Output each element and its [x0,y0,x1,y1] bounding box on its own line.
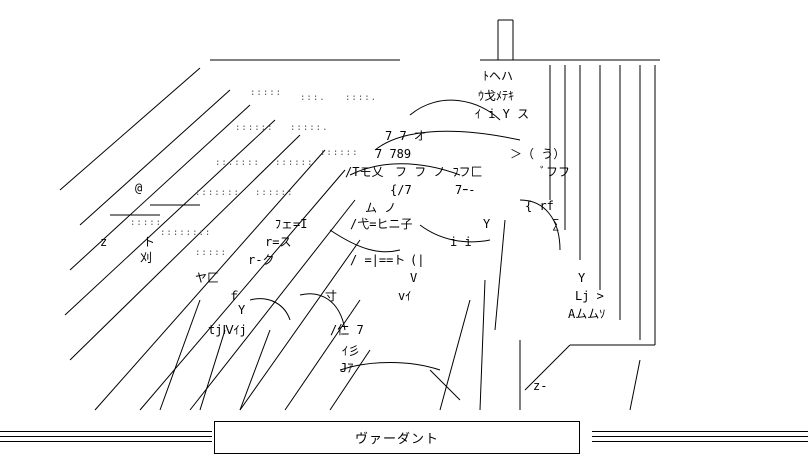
art-glyph: 7 7 オ [385,129,426,143]
svg-text::::::: ::::: [130,218,162,228]
svg-text:::::::: :::::: [275,158,314,168]
caption-text: ヴァーダント [354,432,439,447]
floor-perspective-lines [59,59,400,411]
figure-lines [159,99,561,411]
art-glyph: 7 789 [375,147,411,161]
art-glyph: r=ス [265,235,291,249]
art-glyph: / =|==ト [350,253,405,267]
svg-text:::::::::: :::::::: [160,228,211,238]
art-glyph: 刈 [140,251,152,265]
art-glyph: ト [143,235,155,249]
art-glyph: ﾄヘハ [483,69,513,83]
right-wall-lines [480,19,660,411]
art-characters: ﾄヘハ ｳ戈ﾒﾃｷ ｲ i Y ス 7 7 オ 7 789 ＞（ う） /Tモ乂… [100,69,605,393]
svg-text::::::::: ::::::: [215,158,260,168]
art-glyph: V [410,271,417,285]
art-glyph: z [100,235,107,249]
art-glyph: ＞（ う） [510,147,565,161]
art-glyph: ﾌェ=I [275,217,307,231]
art-glyph: /弋=ヒニ子 [350,217,412,231]
svg-text::::::::: ::::::: [195,188,240,198]
art-glyph: Jｱ [340,361,353,375]
svg-text::::::: ::::: [195,248,227,258]
art-glyph: ∑ [552,217,559,231]
dot-texture: ::::: :::. ::::. :::::: :::::. ::::::: :… [130,88,377,258]
caption-box: ヴァーダント [214,421,580,454]
art-glyph: ﾞフフ [540,165,570,179]
art-glyph: 7ｰ- [455,183,475,197]
art-glyph: Lj > [575,289,604,303]
caption-rule-right [592,428,808,444]
art-glyph: ｆ [228,289,240,303]
art-glyph: tjⅣｲj [208,323,247,337]
caption-rule-left [0,428,212,444]
art-glyph: {/7 [390,183,412,197]
art-glyph: /Tモ乂 [345,165,383,179]
svg-text::::::.: :::::. [290,123,329,133]
svg-text:::::::: :::::: [320,148,359,158]
art-glyph: r-ク [248,253,274,267]
art-glyph: フ フ ノ ﾌフ匚 [395,165,483,179]
art-glyph: ｲ i Y ス [475,107,529,121]
art-glyph: /仁 7 [330,323,364,337]
svg-text:::::.: ::::. [345,93,377,103]
art-glyph: ヤ匚 [195,271,219,285]
art-glyph: Y [238,303,246,317]
art-glyph: (| [410,253,424,267]
svg-text::::.: :::. [300,93,326,103]
art-glyph: Aムムｿ [568,307,605,321]
art-glyph: Y [578,271,586,285]
art-glyph: { rf [525,199,554,213]
art-glyph: 寸 [325,289,337,303]
ascii-art-illustration: ::::: :::. ::::. :::::: :::::. ::::::: :… [59,19,660,411]
art-glyph: ム ノ [365,201,396,215]
art-glyph: ｲ彡 [342,344,360,358]
svg-text:::::::: :::::: [255,188,294,198]
art-glyph: ｳ戈ﾒﾃｷ [478,89,514,103]
svg-text:::::::: :::::: [235,123,274,133]
art-glyph: vｲ [398,289,411,303]
art-glyph: i i [450,235,472,249]
art-glyph: Y [483,217,491,231]
art-glyph: z- [533,379,547,393]
art-glyph: @ [135,181,142,195]
svg-text::::::: ::::: [250,88,282,98]
